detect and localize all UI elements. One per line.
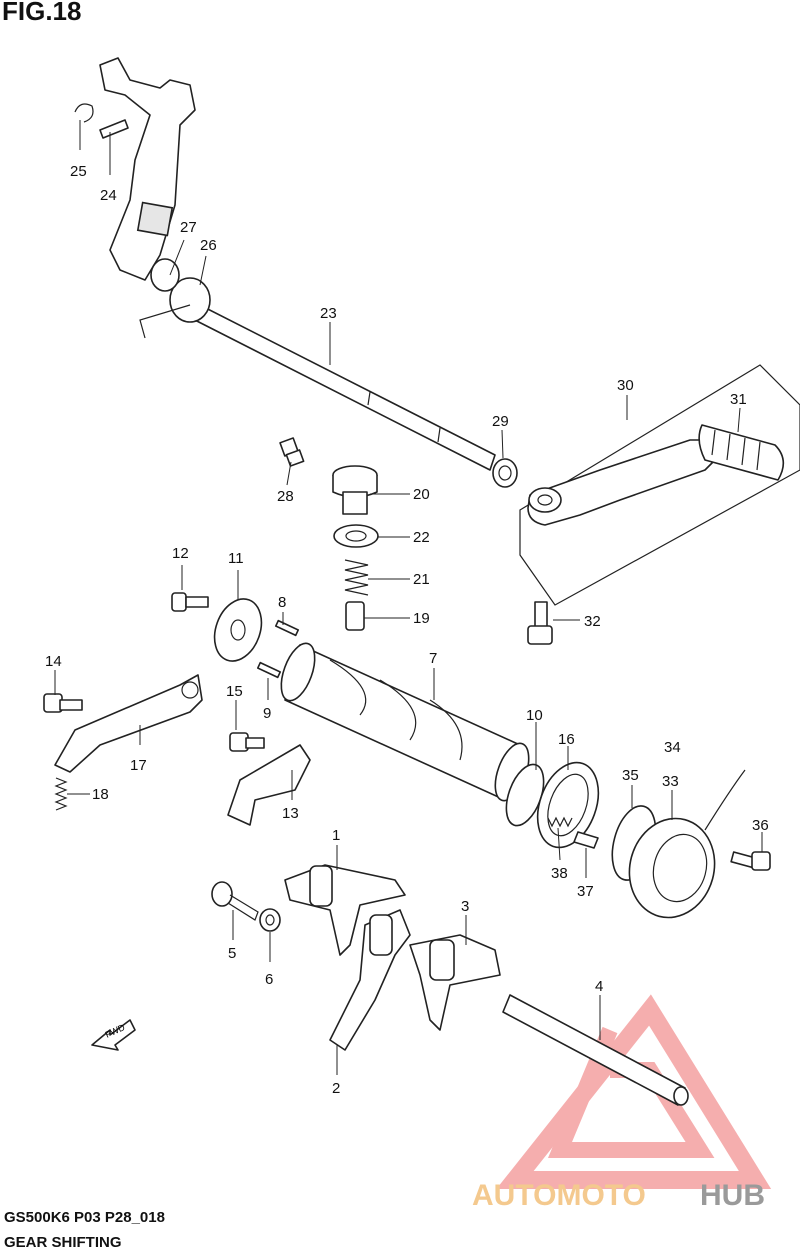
- callout-11: 11: [228, 550, 244, 567]
- callout-28: 28: [277, 488, 294, 505]
- callout-17: 17: [130, 757, 147, 774]
- plate-13: [227, 744, 311, 826]
- figure-title: FIG.18: [2, 0, 82, 26]
- callout-10: 10: [526, 707, 543, 724]
- retainer-16: [536, 761, 600, 849]
- gear-position-switch-33: [628, 769, 746, 919]
- bolt-28: [279, 437, 305, 467]
- diagram-title: GEAR SHIFTING: [4, 1234, 122, 1251]
- callout-29: 29: [492, 413, 509, 430]
- callout-labels: 25 24 27 26 23 30 31 29 28 20 22 21 19 3…: [45, 120, 769, 1097]
- callout-16: 16: [558, 731, 575, 748]
- callout-14: 14: [45, 653, 62, 670]
- pin-9: [256, 661, 282, 679]
- gearshift-arm-assembly: [99, 57, 211, 339]
- shift-rubber-31: [698, 424, 785, 481]
- gearshift-lever-30: [527, 439, 721, 526]
- plunger-19: [345, 601, 365, 631]
- callout-12: 12: [172, 545, 189, 562]
- washer-22: [333, 524, 379, 548]
- callout-9: 9: [263, 705, 271, 722]
- shift-fork-1: [284, 864, 406, 956]
- watermark-text-part2: HUB: [700, 1179, 765, 1212]
- oil-seal-29: [492, 458, 518, 488]
- cam-stopper-plate-11: [213, 598, 263, 662]
- bolt-14: [43, 693, 83, 713]
- callout-25: 25: [70, 163, 87, 180]
- callout-22: 22: [413, 529, 430, 546]
- washer-6: [259, 908, 281, 932]
- callout-23: 23: [320, 305, 337, 322]
- callout-7: 7: [429, 650, 437, 667]
- callout-15: 15: [226, 683, 243, 700]
- diagram-code: GS500K6 P03 P28_018: [4, 1209, 165, 1226]
- fork-shaft-4: [502, 994, 689, 1106]
- callout-35: 35: [622, 767, 639, 784]
- shift-lever-box: [519, 364, 800, 606]
- bolt-15: [229, 732, 265, 752]
- callout-13: 13: [282, 805, 299, 822]
- spring-21: [344, 559, 369, 596]
- callout-27: 27: [180, 219, 197, 236]
- callout-36: 36: [752, 817, 769, 834]
- callout-4: 4: [595, 978, 603, 995]
- callout-3: 3: [461, 898, 469, 915]
- gearshift-cam-7: [280, 642, 530, 802]
- callout-20: 20: [413, 486, 430, 503]
- callout-32: 32: [584, 613, 601, 630]
- spring-18: [54, 777, 68, 811]
- shift-fork-3: [409, 934, 501, 1031]
- callout-1: 1: [332, 827, 340, 844]
- callout-31: 31: [730, 391, 747, 408]
- callout-19: 19: [413, 610, 430, 627]
- callout-38: 38: [551, 865, 568, 882]
- bolt-12: [171, 592, 209, 612]
- callout-24: 24: [100, 187, 117, 204]
- callout-30: 30: [617, 377, 634, 394]
- pin-37: [573, 831, 599, 849]
- callout-37: 37: [577, 883, 594, 900]
- bolt-32: [527, 601, 553, 645]
- shift-fork-2: [329, 909, 411, 1051]
- watermark-text: AUTOMOTO HUB: [472, 1179, 765, 1212]
- spring-38: [547, 816, 573, 828]
- watermark-text-part1: AUTOMOTO: [472, 1179, 646, 1212]
- callout-26: 26: [200, 237, 217, 254]
- callout-18: 18: [92, 786, 109, 803]
- callout-2: 2: [332, 1080, 340, 1097]
- plug-20: [332, 465, 378, 515]
- callout-5: 5: [228, 945, 236, 962]
- callout-21: 21: [413, 571, 430, 588]
- callout-6: 6: [265, 971, 273, 988]
- callout-34: 34: [664, 739, 681, 756]
- pin-24: [99, 119, 129, 139]
- bolt-5: [211, 881, 259, 921]
- forward-direction-arrow: FWD: [91, 1019, 136, 1051]
- callout-33: 33: [662, 773, 679, 790]
- circlip-25: [74, 103, 94, 123]
- callout-8: 8: [278, 594, 286, 611]
- stopper-arm-17: [54, 674, 203, 773]
- pin-8: [274, 619, 300, 637]
- bolt-36: [730, 851, 771, 871]
- gearshift-shaft-23: [184, 299, 496, 471]
